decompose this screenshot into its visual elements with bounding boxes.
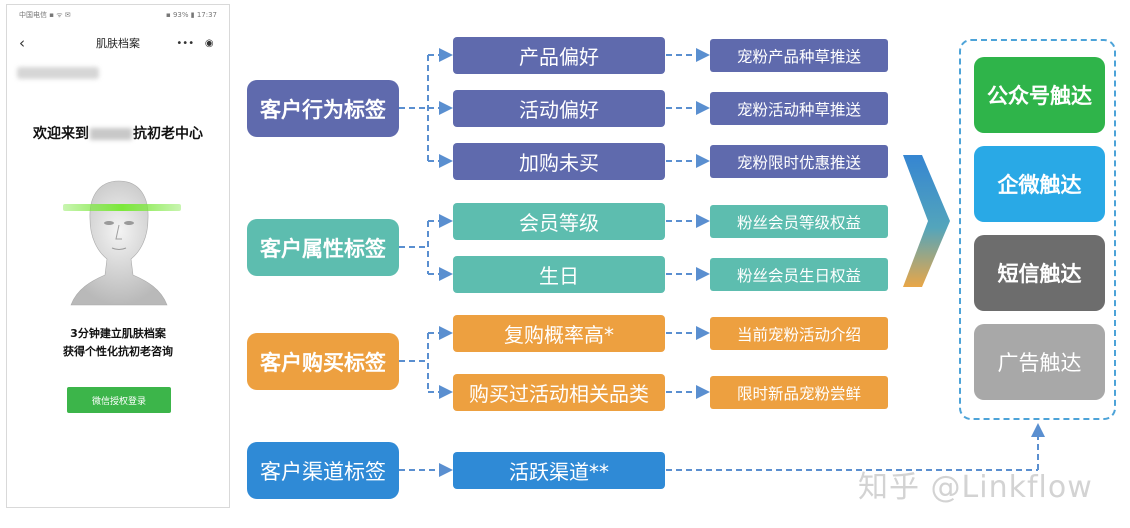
subtag-cart-not-bought: 加购未买 bbox=[453, 143, 665, 180]
channel-ads: 广告触达 bbox=[974, 324, 1105, 400]
status-carrier: 中国电信 ▪ ᯤ ✉ bbox=[19, 11, 71, 19]
action-product-push: 宠粉产品种草推送 bbox=[710, 39, 888, 72]
phone-screenshot: 中国电信 ▪ ᯤ ✉ ▪ 93% ▮ 17:37 ‹ 肌肤档案 ••• ◉ 欢迎… bbox=[6, 4, 230, 508]
category-channel-tag: 客户渠道标签 bbox=[247, 442, 399, 499]
intro-line-2: 获得个性化抗初老咨询 bbox=[63, 345, 173, 358]
category-attribute-tag: 客户属性标签 bbox=[247, 219, 399, 276]
subtag-activity-preference: 活动偏好 bbox=[453, 90, 665, 127]
channel-sms: 短信触达 bbox=[974, 235, 1105, 311]
action-current-activity-intro: 当前宠粉活动介绍 bbox=[710, 317, 888, 350]
subtag-birthday: 生日 bbox=[453, 256, 665, 293]
blurred-username bbox=[17, 67, 99, 79]
intro-line-1: 3分钟建立肌肤档案 bbox=[70, 327, 166, 340]
mini-program-capsule[interactable]: ••• ◉ bbox=[171, 33, 219, 53]
channel-wecom: 企微触达 bbox=[974, 146, 1105, 222]
wechat-login-button[interactable]: 微信授权登录 bbox=[67, 387, 171, 413]
subtag-repurchase-high: 复购概率高* bbox=[453, 315, 665, 352]
action-birthday-benefit: 粉丝会员生日权益 bbox=[710, 258, 888, 291]
channels-frame bbox=[959, 39, 1116, 420]
action-new-product-trial: 限时新品宠粉尝鲜 bbox=[710, 376, 888, 409]
channel-official-account: 公众号触达 bbox=[974, 57, 1105, 133]
welcome-prefix: 欢迎来到 bbox=[33, 126, 89, 142]
big-right-arrow-icon bbox=[903, 155, 950, 287]
subtag-member-level: 会员等级 bbox=[453, 203, 665, 240]
more-icon[interactable]: ••• bbox=[176, 37, 195, 49]
nav-bar: ‹ 肌肤档案 ••• ◉ bbox=[7, 31, 229, 55]
status-battery-time: ▪ 93% ▮ 17:37 bbox=[165, 11, 217, 19]
face-scan-illustration bbox=[70, 180, 168, 306]
category-behavior-tag: 客户行为标签 bbox=[247, 80, 399, 137]
back-arrow-icon[interactable]: ‹ bbox=[19, 34, 25, 52]
action-activity-push: 宠粉活动种草推送 bbox=[710, 92, 888, 125]
status-bar: 中国电信 ▪ ᯤ ✉ ▪ 93% ▮ 17:37 bbox=[7, 5, 229, 25]
page-title: 肌肤档案 bbox=[96, 37, 140, 50]
scan-line bbox=[63, 204, 181, 211]
action-limited-offer-push: 宠粉限时优惠推送 bbox=[710, 145, 888, 178]
welcome-heading: 欢迎来到 抗初老中心 bbox=[7, 123, 229, 143]
blurred-brand bbox=[90, 128, 132, 140]
subtag-bought-related-category: 购买过活动相关品类 bbox=[453, 374, 665, 411]
welcome-suffix: 抗初老中心 bbox=[133, 126, 203, 142]
category-purchase-tag: 客户购买标签 bbox=[247, 333, 399, 390]
action-member-level-benefit: 粉丝会员等级权益 bbox=[710, 205, 888, 238]
close-target-icon[interactable]: ◉ bbox=[204, 37, 214, 49]
watermark: 知乎 @Linkflow bbox=[858, 470, 1093, 505]
subtag-product-preference: 产品偏好 bbox=[453, 37, 665, 74]
subtag-active-channel: 活跃渠道** bbox=[453, 452, 665, 489]
